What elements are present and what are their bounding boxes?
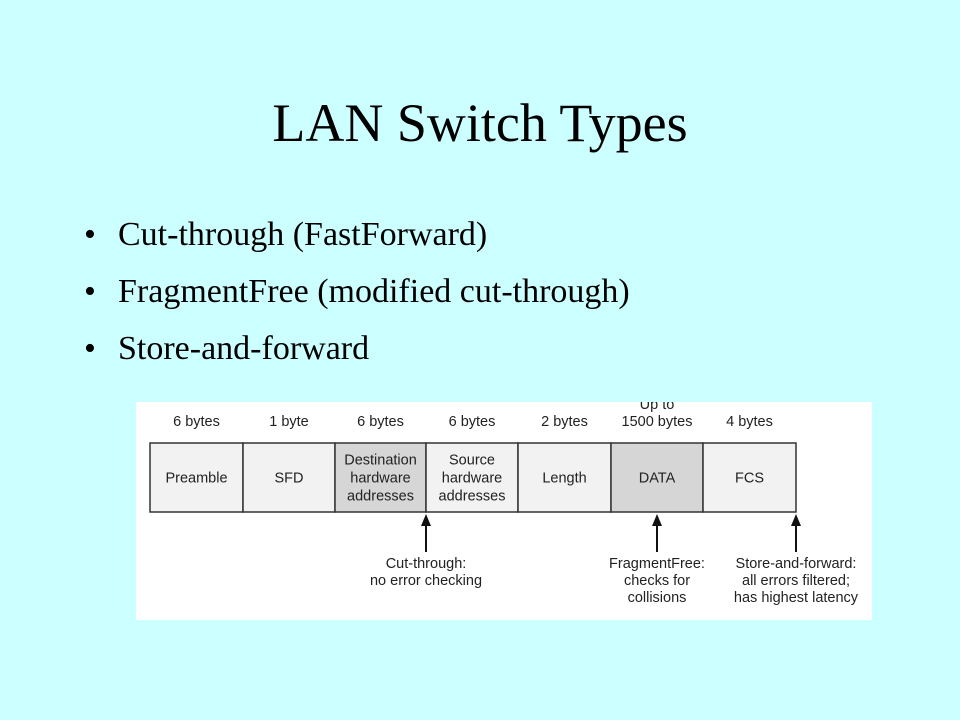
- field-size-label: 1 byte: [269, 414, 309, 430]
- annotation-text: collisions: [628, 590, 687, 606]
- bullet-text: FragmentFree (modified cut-through): [118, 273, 630, 310]
- bullet-item: • Cut-through (FastForward): [84, 218, 630, 252]
- field-name-label: Destination: [344, 453, 417, 469]
- frame-field-box: [242, 442, 336, 513]
- field-name-label: addresses: [439, 489, 506, 505]
- bullet-item: • Store-and-forward: [84, 332, 630, 366]
- field-size-label: 6 bytes: [173, 414, 220, 430]
- frame-field-box: [149, 442, 244, 513]
- slide-title: LAN Switch Types: [272, 93, 688, 153]
- field-size-label: 6 bytes: [357, 414, 404, 430]
- bullet-dot-icon: •: [84, 216, 96, 253]
- bullet-text: Store-and-forward: [118, 330, 370, 367]
- bullet-list: • Cut-through (FastForward) • FragmentFree…: [84, 218, 630, 389]
- bullet-item: • FragmentFree (modified cut-through): [84, 275, 630, 309]
- frame-field-box: [702, 442, 797, 513]
- frame-field-box: [517, 442, 612, 513]
- field-name-label: Source: [449, 453, 495, 469]
- field-name-label: FCS: [735, 471, 764, 487]
- field-name-label: DATA: [639, 471, 676, 487]
- field-size-label: 4 bytes: [726, 414, 773, 430]
- bullet-dot-icon: •: [84, 330, 96, 367]
- annotation-text: Cut-through:: [386, 556, 467, 572]
- field-size-label: 6 bytes: [449, 414, 496, 430]
- annotation-text: all errors filtered;: [742, 573, 850, 589]
- field-name-label: addresses: [347, 489, 414, 505]
- bullet-dot-icon: •: [84, 273, 96, 310]
- field-name-label: hardware: [350, 471, 410, 487]
- pointer-arrow-head-icon: [652, 514, 662, 526]
- frame-field-box: [610, 442, 704, 513]
- field-size-label: 2 bytes: [541, 414, 588, 430]
- pointer-arrow-head-icon: [791, 514, 801, 526]
- pointer-arrow-head-icon: [421, 514, 431, 526]
- annotation-text: Store-and-forward:: [736, 556, 857, 572]
- field-size-label: Up to: [640, 402, 675, 413]
- bullet-text: Cut-through (FastForward): [118, 216, 488, 253]
- field-size-label: 1500 bytes: [622, 414, 693, 430]
- annotation-text: has highest latency: [734, 590, 859, 606]
- field-name-label: Length: [542, 471, 586, 487]
- frame-field-box: [334, 442, 427, 513]
- annotation-text: checks for: [624, 573, 690, 589]
- field-name-label: hardware: [442, 471, 502, 487]
- field-name-label: SFD: [275, 471, 304, 487]
- annotation-text: FragmentFree:: [609, 556, 705, 572]
- field-name-label: Preamble: [165, 471, 227, 487]
- annotation-text: no error checking: [370, 573, 482, 589]
